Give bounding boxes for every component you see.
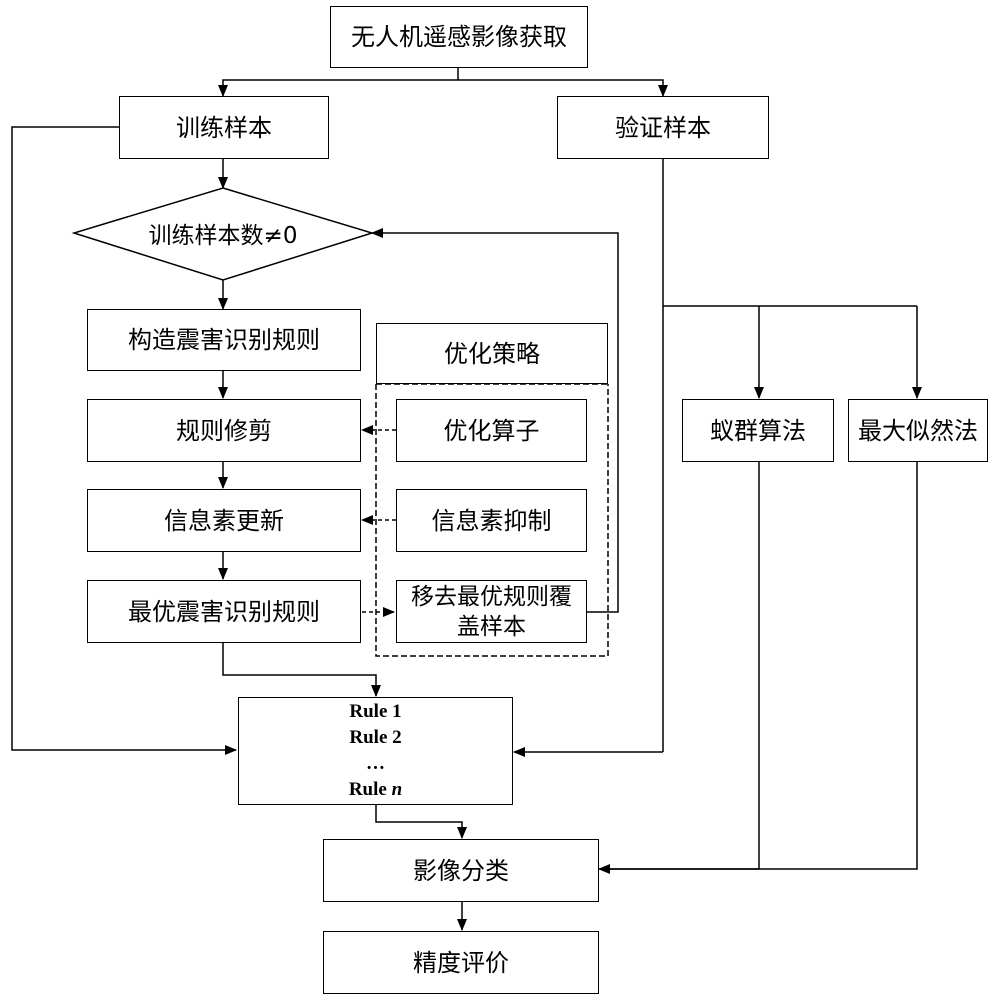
- rule-2: Rule 2: [349, 727, 402, 748]
- arrow-acquire-to-verify: [458, 79, 668, 97]
- pheromone-update-box: 信息素更新: [87, 489, 361, 552]
- rule-n: Rule n: [349, 777, 402, 803]
- max-likelihood-box: 最大似然法: [848, 399, 988, 462]
- construct-rule-box: 构造震害识别规则: [87, 309, 361, 371]
- arrow-best-to-rules: [222, 642, 381, 697]
- rule-ellipsis: …: [366, 753, 385, 774]
- arrow-acquire-to-train: [218, 67, 459, 97]
- best-rule-box: 最优震害识别规则: [87, 580, 361, 643]
- rule-n-variable: n: [391, 779, 403, 800]
- acquire-box: 无人机遥感影像获取: [330, 6, 588, 68]
- optimize-strategy-box: 优化策略: [376, 323, 608, 384]
- remove-covered-line2: 盖样本: [457, 613, 526, 640]
- ant-colony-box: 蚁群算法: [682, 399, 834, 462]
- condition-diamond-shape: [71, 187, 375, 281]
- remove-covered-line1: 移去最优规则覆: [411, 583, 572, 610]
- accuracy-box: 精度评价: [323, 931, 599, 994]
- rule-n-prefix: Rule: [348, 779, 392, 800]
- optimize-operator-box: 优化算子: [396, 399, 587, 462]
- rule-1: Rule 1: [349, 701, 402, 722]
- arrow-remove-to-condition: [371, 228, 619, 613]
- arrow-rules-to-classify: [375, 804, 467, 839]
- verify-sample-box: 验证样本: [557, 96, 769, 159]
- remove-covered-box: 移去最优规则覆 盖样本: [396, 580, 587, 643]
- arrow-train-to-rules: [11, 126, 237, 755]
- classify-box: 影像分类: [323, 839, 599, 902]
- rule-list-box: Rule 1 Rule 2 … Rule n: [238, 697, 513, 805]
- pheromone-suppress-box: 信息素抑制: [396, 489, 587, 552]
- strategy-group-border: [375, 384, 609, 657]
- prune-box: 规则修剪: [87, 399, 361, 462]
- condition-label: 训练样本数≠0: [148, 223, 298, 249]
- train-sample-box: 训练样本: [119, 96, 329, 159]
